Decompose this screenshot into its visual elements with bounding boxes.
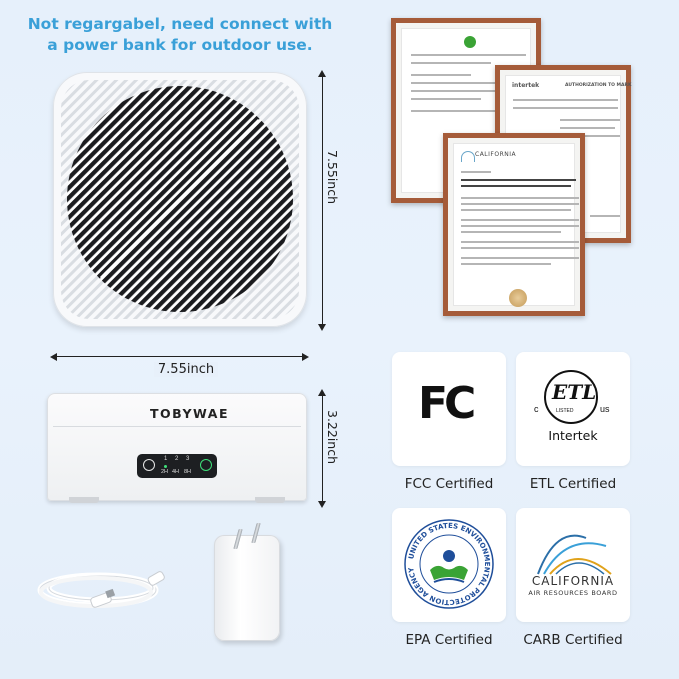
height-dimension-line — [322, 74, 323, 326]
epa-badge-card: UNITED STATES ENVIRONMENTAL PROTECTION A… — [392, 508, 506, 622]
seal-icon — [464, 36, 476, 48]
height-side-label: 3.22inch — [325, 410, 340, 465]
carb-caption: CARB Certified — [523, 632, 623, 648]
epa-caption: EPA Certified — [405, 632, 493, 648]
headline-text: Not regargabel, need connect with a powe… — [27, 15, 333, 54]
width-dimension-line — [54, 356, 304, 357]
timer-8h-label: 8H — [184, 469, 192, 475]
cert-brand: intertek — [512, 82, 540, 89]
etl-caption: ETL Certified — [529, 476, 617, 492]
arrow-up-icon — [318, 70, 326, 77]
carb-board-text: AIR RESOURCES BOARD — [528, 589, 618, 597]
etl-badge-card: ETL LISTED c us Intertek — [516, 352, 630, 466]
width-label: 7.55inch — [154, 362, 218, 377]
epa-logo-icon: UNITED STATES ENVIRONMENTAL PROTECTION A… — [404, 519, 494, 609]
fcc-caption: FCC Certified — [404, 476, 494, 492]
fcc-logo-icon: FC — [418, 378, 476, 429]
arrow-down-icon — [318, 501, 326, 508]
purifier-side-view: TOBYWAE 1 2 3 2H 4H 8H — [47, 393, 307, 505]
gold-seal-icon — [509, 289, 527, 307]
carb-california-text: CALIFORNIA — [531, 574, 615, 588]
etl-logo-icon: ETL LISTED — [544, 370, 598, 424]
level-2-label: 2 — [175, 456, 179, 462]
purifier-grille — [61, 80, 299, 319]
purifier-top-view — [53, 72, 307, 327]
usb-cable-icon — [37, 571, 165, 608]
foot-left — [69, 497, 99, 503]
plug-prong — [233, 529, 243, 549]
side-height-dimension-line — [322, 393, 323, 503]
power-button-icon — [200, 459, 212, 471]
timer-button-icon — [143, 459, 155, 471]
purifier-body: TOBYWAE 1 2 3 2H 4H 8H — [47, 393, 307, 501]
height-top-label: 7.55inch — [325, 150, 340, 205]
certificate-frame-3: CALIFORNIA — [443, 133, 585, 316]
foot-right — [255, 497, 285, 503]
timer-4h-label: 4H — [172, 469, 180, 475]
lid-seam — [53, 426, 301, 427]
intertek-label: Intertek — [548, 428, 598, 443]
carb-arcs-icon — [537, 534, 612, 575]
power-adapter — [214, 523, 280, 641]
cert-title: AUTHORIZATION TO MARK — [565, 83, 632, 88]
arrow-left-icon — [50, 352, 57, 361]
fcc-badge-card: FC — [392, 352, 506, 466]
level-3-label: 3 — [186, 456, 190, 462]
level-1-label: 1 — [164, 456, 168, 462]
carb-arc-icon — [461, 151, 475, 162]
arrow-down-icon — [318, 324, 326, 331]
plug-prong — [251, 523, 261, 543]
brand-logo: TOBYWAE — [150, 406, 229, 421]
arrow-right-icon — [302, 352, 309, 361]
cert-title-3: CALIFORNIA — [475, 151, 517, 158]
status-led — [164, 465, 167, 468]
control-panel: 1 2 3 2H 4H 8H — [137, 454, 217, 478]
arrow-up-icon — [318, 389, 326, 396]
timer-2h-label: 2H — [161, 469, 169, 475]
carb-badge-card: CALIFORNIA AIR RESOURCES BOARD — [516, 508, 630, 622]
